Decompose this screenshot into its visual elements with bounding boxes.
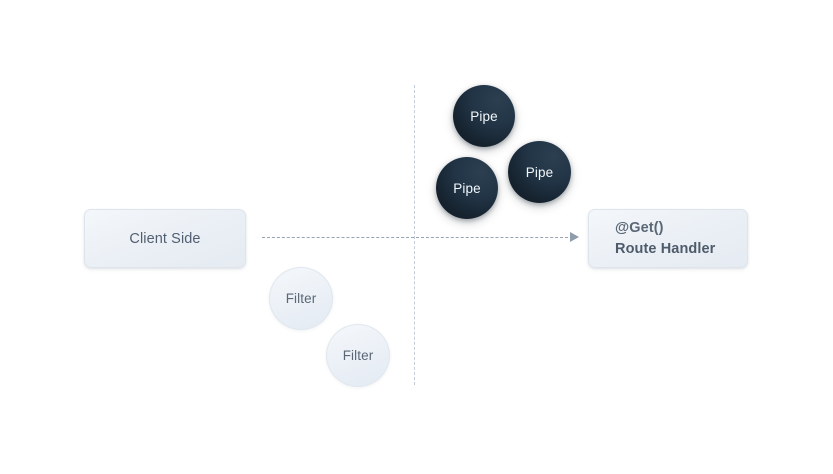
route-handler-label: Route Handler: [615, 240, 716, 257]
client-side-node[interactable]: Client Side: [84, 209, 246, 268]
pipe-label: Pipe: [453, 180, 481, 196]
filter-label: Filter: [342, 348, 374, 363]
route-handler-text: @Get() Route Handler: [615, 218, 715, 259]
request-flow-dashed-arrow: [262, 237, 573, 238]
filter-label: Filter: [285, 291, 317, 306]
client-side-label: Client Side: [129, 230, 201, 247]
pipe-circle[interactable]: Pipe: [436, 157, 498, 219]
arrow-head-icon: [570, 232, 579, 242]
pipe-label: Pipe: [525, 164, 554, 180]
filter-circle[interactable]: Filter: [269, 267, 333, 330]
route-handler-node[interactable]: @Get() Route Handler: [588, 209, 748, 268]
pipe-circle[interactable]: Pipe: [508, 141, 571, 203]
pipe-label: Pipe: [470, 108, 498, 124]
filter-circle[interactable]: Filter: [326, 324, 390, 387]
server-boundary-dashed-line: [414, 85, 415, 385]
route-handler-decorator-label: @Get(): [615, 219, 664, 236]
pipe-circle[interactable]: Pipe: [453, 85, 515, 147]
